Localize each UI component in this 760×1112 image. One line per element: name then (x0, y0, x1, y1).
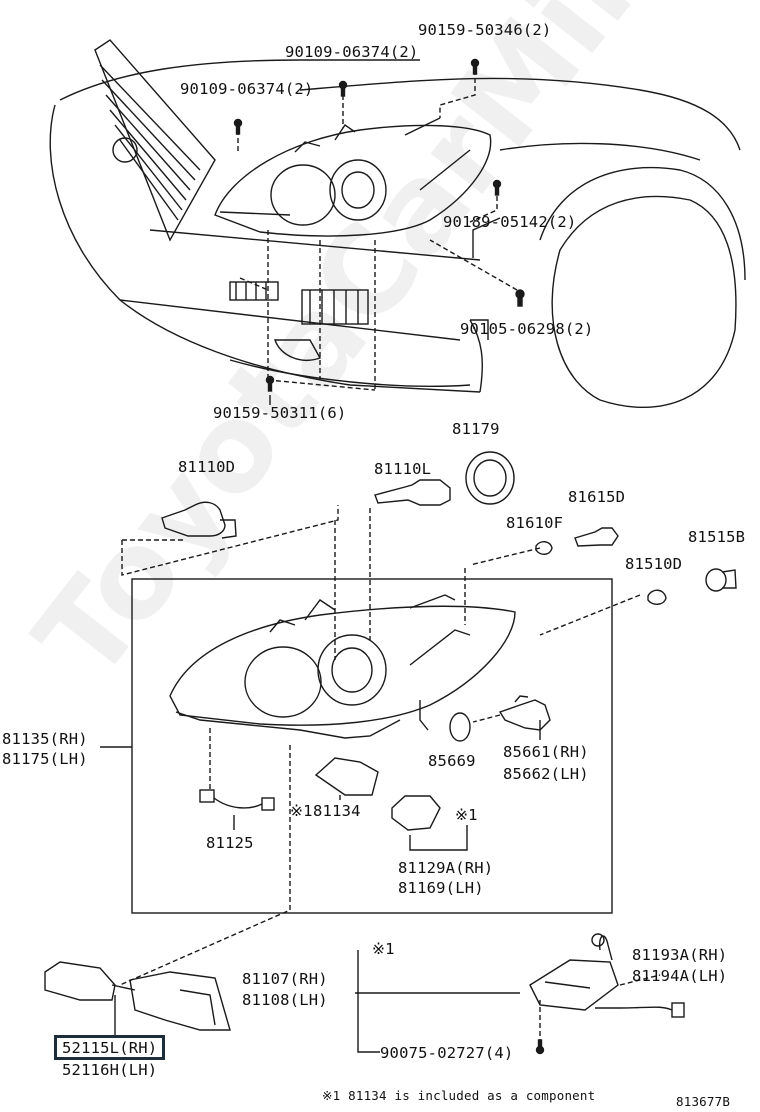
grille-icon (94, 39, 216, 242)
wire-81125-icon (199, 789, 275, 811)
part-81110L[interactable]: 81110L (374, 460, 432, 478)
car-front-outline (49, 59, 746, 408)
bracket-top-icon (229, 281, 369, 361)
note-mark-81134: ※1 (290, 802, 313, 820)
gasket-85669-icon (449, 712, 471, 742)
part-52115L-rh-highlighted[interactable]: 52115L(RH) (54, 1035, 166, 1060)
igniter-81129A-icon (391, 795, 441, 831)
bottom-dashed-leaders (539, 974, 661, 1052)
part-90159-50311[interactable]: 90159-50311(6) (213, 404, 347, 422)
part-81134[interactable]: 81134 (313, 802, 361, 820)
actuator-85661-icon (498, 695, 551, 731)
headlamp-top-icon (214, 117, 492, 237)
part-81179[interactable]: 81179 (452, 420, 500, 438)
part-81135-rh[interactable]: 81135(RH) (2, 730, 88, 748)
footnote: ※1 81134 is included as a component (322, 1088, 596, 1103)
note-mark-81129: ※1 (455, 806, 478, 824)
part-90109-06374-lower[interactable]: 90109-06374(2) (180, 80, 314, 98)
part-90159-50346[interactable]: 90159-50346(2) (418, 21, 552, 39)
part-81107-rh[interactable]: 81107(RH) (242, 970, 328, 988)
headlamp-solid-leaders (100, 720, 541, 851)
top-solid-leaders (269, 217, 501, 405)
part-90109-06374-upper[interactable]: 90109-06374(2) (285, 43, 419, 61)
part-85669[interactable]: 85669 (428, 752, 476, 770)
note-mark-81107: ※1 (372, 940, 395, 958)
bulb-81615D-icon (574, 527, 619, 547)
part-85662-lh[interactable]: 85662(LH) (503, 765, 589, 783)
socket-81515B-icon (705, 568, 737, 592)
screw-90075-icon (535, 1039, 545, 1055)
diagram-code: 813677B (676, 1094, 731, 1109)
ballast-81107-icon (529, 933, 685, 1018)
part-90075-02727[interactable]: 90075-02727(4) (380, 1044, 514, 1062)
part-90105-06298[interactable]: 90105-06298(2) (460, 320, 594, 338)
part-81194A-lh[interactable]: 81194A(LH) (632, 967, 728, 985)
headlamp-assembly-box (131, 578, 613, 914)
gasket-81134-icon (314, 757, 379, 796)
part-81610F[interactable]: 81610F (506, 514, 564, 532)
headlamp-dashed-leaders (119, 505, 641, 986)
bulb-81510D-icon (647, 589, 667, 605)
part-81125[interactable]: 81125 (206, 834, 254, 852)
part-81510D[interactable]: 81510D (625, 555, 683, 573)
part-81129A-rh[interactable]: 81129A(RH) (398, 859, 494, 877)
bulb-81610F-icon (535, 541, 553, 555)
bottom-solid-leaders (355, 950, 520, 1053)
part-81515B[interactable]: 81515B (688, 528, 746, 546)
part-81110D[interactable]: 81110D (178, 458, 236, 476)
bulb-81110L-icon (374, 479, 451, 506)
part-90189-05142[interactable]: 90189-05142(2) (443, 213, 577, 231)
part-81615D[interactable]: 81615D (568, 488, 626, 506)
part-52116H-lh[interactable]: 52116H(LH) (62, 1061, 158, 1079)
bolt-icons (233, 58, 525, 392)
part-85661-rh[interactable]: 85661(RH) (503, 743, 589, 761)
bulb-81110D-icon (161, 501, 237, 539)
socket-81179-icon (465, 451, 515, 505)
bracket-52115L-icon (44, 961, 231, 1031)
part-81175-lh[interactable]: 81175(LH) (2, 750, 88, 768)
part-81193A-rh[interactable]: 81193A(RH) (632, 946, 728, 964)
part-81169-lh[interactable]: 81169(LH) (398, 879, 484, 897)
part-81108-lh[interactable]: 81108(LH) (242, 991, 328, 1009)
headlamp-main-icon (169, 594, 516, 739)
